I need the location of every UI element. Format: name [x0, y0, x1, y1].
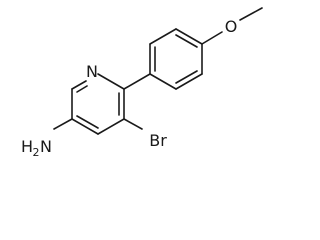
- bond-c3-bromine: [123, 118, 143, 130]
- amine-label: H 2 N: [21, 137, 52, 159]
- bond-c3-c4: [97, 118, 125, 135]
- bond-n1-c2: [97, 73, 125, 90]
- bond-p6-p1: [149, 73, 177, 90]
- phenyl-ring: [149, 28, 203, 90]
- amine-subscript: 2: [33, 146, 40, 159]
- pyridine-ring: [71, 73, 125, 135]
- bond-pyridine-phenyl: [123, 73, 151, 90]
- bond-phenyl-oxygen: [201, 31, 223, 45]
- bond-c5-amine: [53, 118, 73, 130]
- bromine-label: Br: [149, 131, 167, 150]
- bond-p5-p6: [175, 73, 203, 90]
- chemical-structure: O Br H 2 N N: [21, 7, 263, 159]
- oxygen-label: O: [225, 17, 238, 36]
- bond-c4-c5: [71, 118, 99, 135]
- bond-oxygen-methyl: [239, 7, 263, 21]
- double-bond-c6-n1: [76, 85, 88, 93]
- bond-p3-p4: [175, 28, 203, 45]
- ring-nitrogen-label: N: [86, 62, 98, 81]
- bond-c6-n1: [71, 80, 87, 90]
- double-bond-c4-c5: [76, 115, 99, 129]
- double-bond-p3-p4: [175, 34, 198, 48]
- double-bond-p5-p6: [175, 70, 198, 84]
- bond-p2-p3: [149, 28, 177, 45]
- amine-n-label: N: [40, 137, 52, 156]
- amine-h-label: H: [21, 137, 33, 156]
